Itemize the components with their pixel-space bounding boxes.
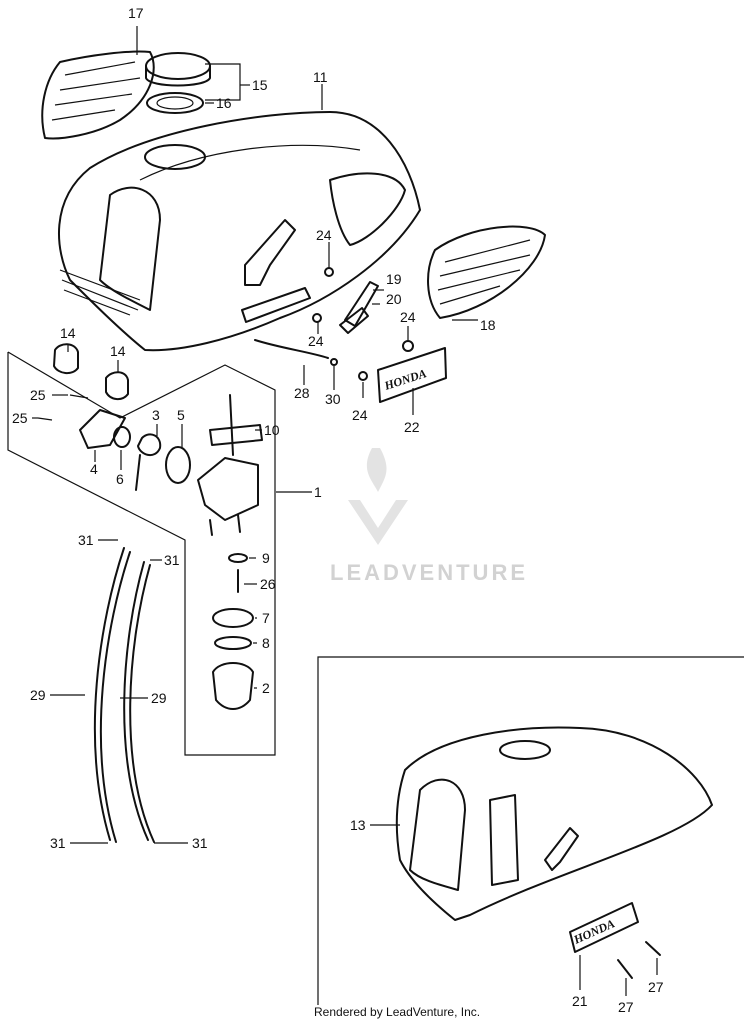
callout-27a: 27 <box>618 999 634 1015</box>
screw-25b <box>37 417 53 421</box>
callout-30: 30 <box>325 391 341 407</box>
callout-31a: 31 <box>78 532 94 548</box>
cushion-24c <box>402 340 414 352</box>
fuel-tank-alt-13 <box>395 726 713 921</box>
emblem-22-text: HONDA <box>382 366 428 393</box>
callout-31d: 31 <box>192 835 208 851</box>
callout-8: 8 <box>262 635 270 651</box>
oring-8 <box>214 636 252 650</box>
strainer-7 <box>212 608 254 628</box>
small-hardware <box>254 267 414 381</box>
cup-2 <box>212 662 254 710</box>
gasket-6 <box>113 426 131 448</box>
clip-30 <box>330 358 338 366</box>
fuel-cap <box>145 52 211 80</box>
tank-tunnel <box>99 186 161 311</box>
callout-26: 26 <box>260 576 276 592</box>
plate-texture <box>51 61 141 121</box>
gasket-10 <box>209 424 263 446</box>
callout-29b: 29 <box>151 690 167 706</box>
tank-wing-logo <box>244 219 296 286</box>
watermark-v-icon <box>348 500 408 545</box>
cushion-24b <box>312 313 322 323</box>
callout-24c: 24 <box>400 309 416 325</box>
knee-pad-18 <box>427 225 546 319</box>
callout-22: 22 <box>404 419 420 435</box>
callout-4: 4 <box>90 461 98 477</box>
alt-tank-wing-logo <box>544 827 579 871</box>
fuel-cock-body-1 <box>197 457 259 521</box>
fuel-cock-stem <box>229 394 234 456</box>
callout-9: 9 <box>262 550 270 566</box>
callout-25a: 25 <box>30 387 46 403</box>
leader-lines <box>32 26 658 996</box>
callout-15: 15 <box>252 77 268 93</box>
fuel-tubes-29 <box>93 547 155 843</box>
callout-25b: 25 <box>12 410 28 426</box>
screen-5 <box>165 446 191 484</box>
callout-29a: 29 <box>30 687 46 703</box>
watermark-flame-icon <box>366 448 387 492</box>
knee-pad-plate <box>41 50 155 140</box>
filter-3 <box>135 433 162 491</box>
fuel-cap-body <box>145 65 211 87</box>
alt-filler-neck <box>499 740 551 760</box>
tank-filler-neck <box>144 144 206 170</box>
callout-27b: 27 <box>648 979 664 995</box>
callout-21: 21 <box>572 993 588 1009</box>
emblem-21: HONDA <box>569 902 639 953</box>
cushion-24d <box>358 371 368 381</box>
washer-9 <box>228 553 248 563</box>
footer-credit: Rendered by LeadVenture, Inc. <box>314 1005 480 1019</box>
callout-5: 5 <box>177 407 185 423</box>
emblem-22: HONDA <box>377 347 447 403</box>
fuel-tank-main <box>57 111 421 352</box>
screw-25a <box>69 394 89 399</box>
knee-grip-recess <box>329 172 406 246</box>
callout-24d: 24 <box>352 407 368 423</box>
callout-11: 11 <box>313 69 328 85</box>
cap-gasket <box>146 92 204 114</box>
tank-emblem-recess <box>241 287 311 323</box>
callout-24b: 24 <box>308 333 324 349</box>
flange-4 <box>79 409 126 449</box>
screws-27 <box>617 941 661 979</box>
callout-10: 10 <box>264 422 280 438</box>
alt-tank-tunnel <box>409 778 466 891</box>
callout-7: 7 <box>262 610 270 626</box>
callout-18: 18 <box>480 317 496 333</box>
callout-19: 19 <box>386 271 402 287</box>
callout-20: 20 <box>386 291 402 307</box>
cushion-24a <box>324 267 334 277</box>
optional-panel-border <box>317 656 744 1005</box>
watermark: LEADVENTURE <box>330 448 528 585</box>
callout-16: 16 <box>216 95 232 111</box>
callout-labels: 17 15 16 11 24 19 20 18 24 24 24 22 28 3… <box>12 5 664 1015</box>
fuel-cock-parts <box>37 394 263 710</box>
callout-24a: 24 <box>316 227 332 243</box>
cap-and-plate-group <box>41 50 211 140</box>
assembly-outline <box>7 351 276 756</box>
callout-13: 13 <box>350 817 366 833</box>
tube-28 <box>254 339 329 359</box>
callout-3: 3 <box>152 407 160 423</box>
callout-31c: 31 <box>50 835 66 851</box>
part-20 <box>339 307 369 334</box>
callout-1: 1 <box>314 484 322 500</box>
callout-28: 28 <box>294 385 310 401</box>
watermark-text: LEADVENTURE <box>330 560 528 585</box>
callout-17: 17 <box>128 5 144 21</box>
part-19 <box>344 281 379 327</box>
cushions-14 <box>53 343 129 400</box>
callout-14a: 14 <box>60 325 76 341</box>
alt-tank-stripe <box>489 794 519 886</box>
callout-2: 2 <box>262 680 270 696</box>
callout-6: 6 <box>116 471 124 487</box>
callout-14b: 14 <box>110 343 126 359</box>
callout-31b: 31 <box>164 552 180 568</box>
